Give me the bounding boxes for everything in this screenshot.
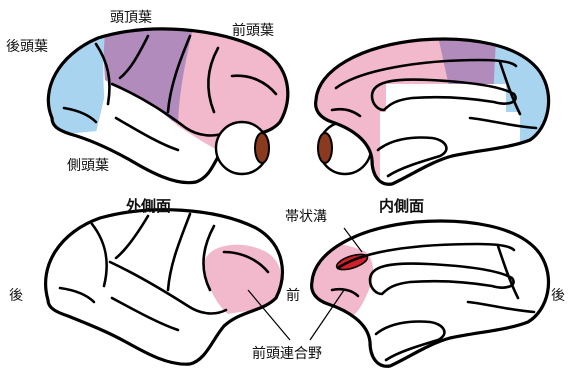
label-prefrontal-cortex: 前頭連合野	[252, 345, 322, 362]
right-eye-lateral	[216, 122, 269, 174]
label-cingulate-sulcus: 帯状溝	[285, 209, 327, 225]
label-posterior-left: 後	[9, 288, 23, 304]
label-lateral-view: 外側面	[125, 197, 171, 215]
medial-view-brain-bottom	[300, 221, 549, 366]
label-occipital: 後頭葉	[6, 39, 48, 55]
iris-icon	[255, 133, 269, 163]
label-temporal: 側頭葉	[67, 158, 109, 174]
label-posterior-right: 後	[551, 288, 565, 304]
iris-icon	[318, 133, 332, 163]
label-frontal: 前頭葉	[232, 22, 274, 39]
label-medial-view: 内側面	[379, 197, 424, 215]
lateral-view-brain-bottom	[46, 210, 283, 364]
label-anterior: 前	[286, 287, 300, 304]
label-parietal: 頭頂葉	[110, 10, 152, 26]
